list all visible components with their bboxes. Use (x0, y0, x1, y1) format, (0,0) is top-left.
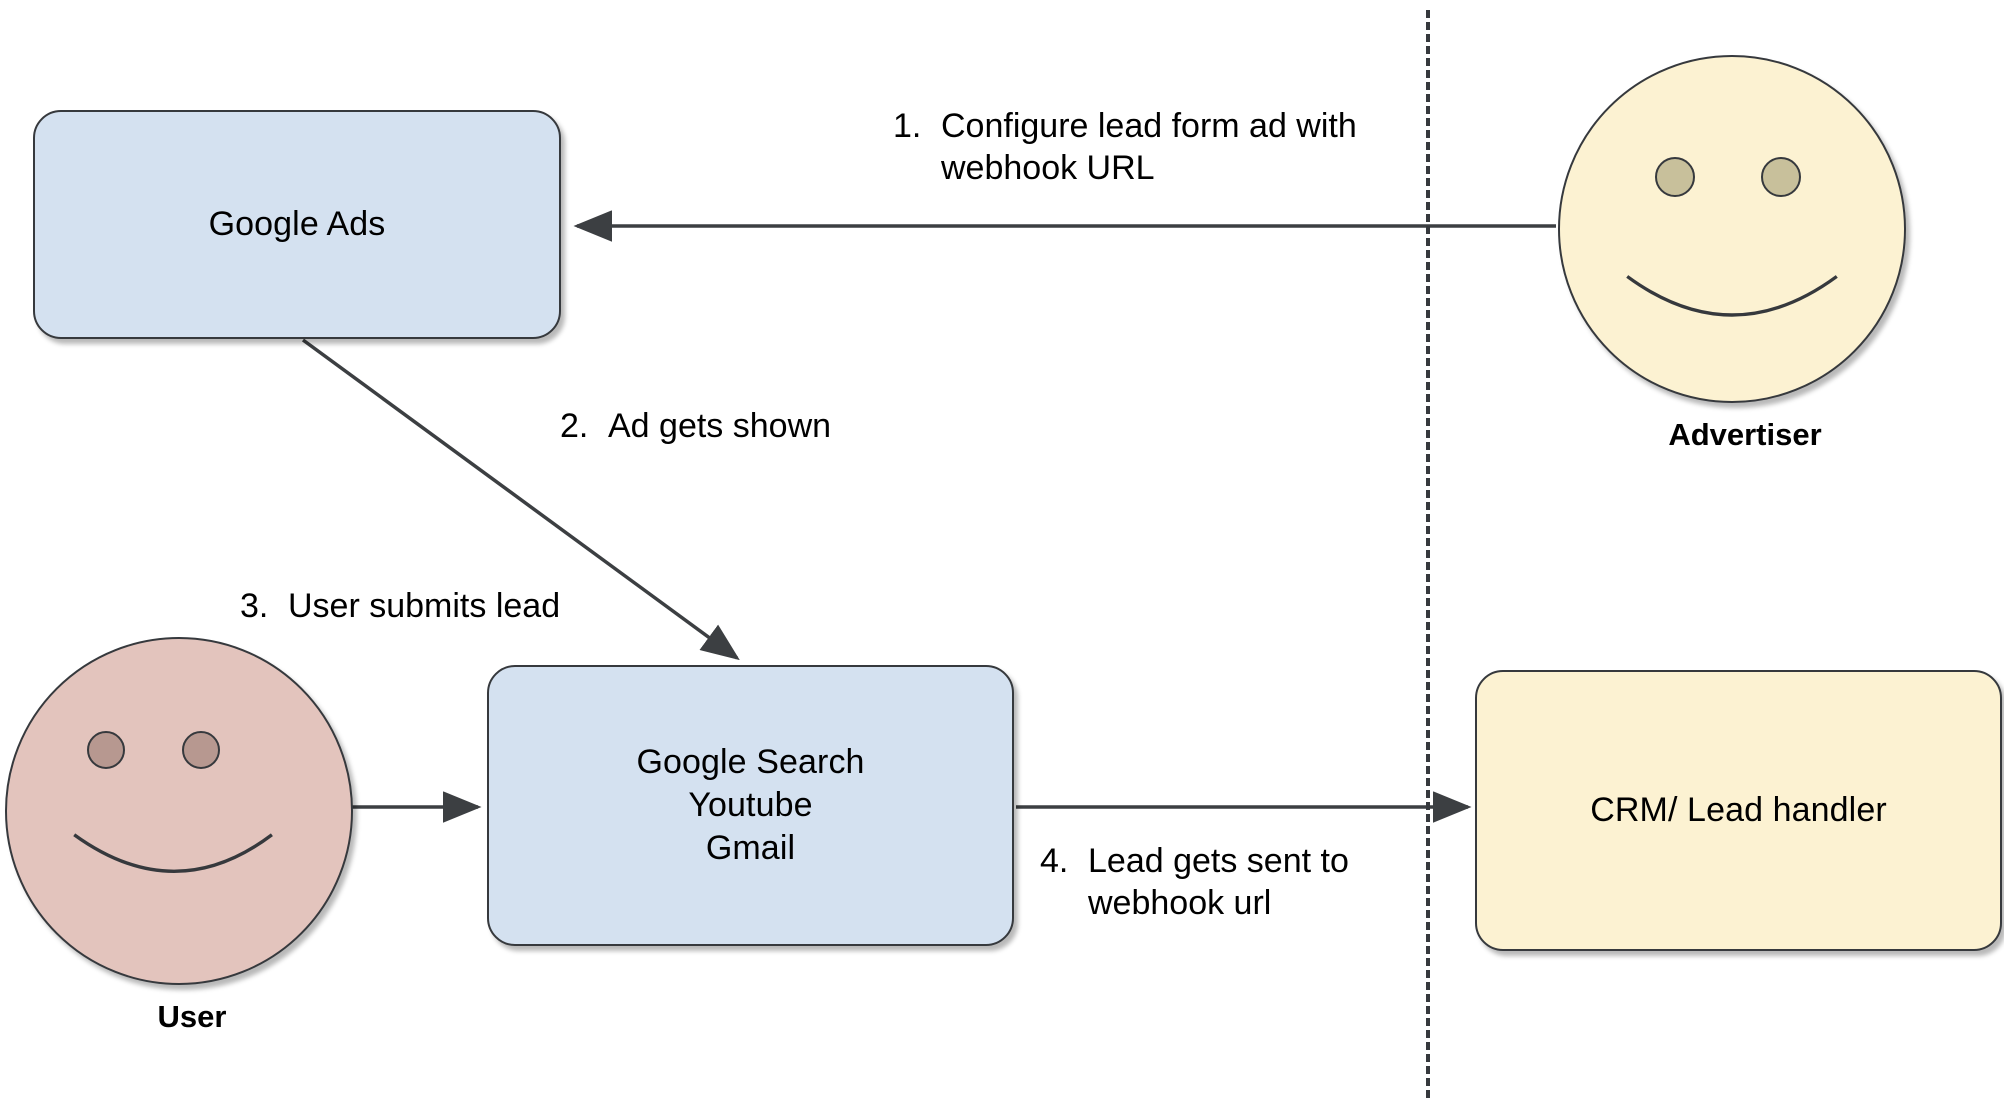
actor-advertiser-label: Advertiser (1668, 417, 1822, 452)
node-crm-lead-handler[interactable]: CRM/ Lead handler (1475, 670, 2002, 951)
node-crm-lead-handler-label: CRM/ Lead handler (1590, 791, 1887, 830)
step-4-text: Lead gets sent to webhook url (1088, 842, 1349, 923)
step-3-text: User submits lead (288, 587, 561, 625)
user-smiley-face-icon (5, 637, 353, 985)
node-google-ads[interactable]: Google Ads (33, 110, 561, 339)
user-smile-icon (73, 833, 273, 873)
user-right-eye-icon (182, 731, 220, 769)
actor-user[interactable]: User (5, 637, 379, 1057)
step-label-3: 3. User submits lead (240, 585, 660, 627)
step-label-1: 1. Configure lead form ad with webhook U… (893, 105, 1393, 189)
step-3-number: 3. (240, 587, 269, 625)
advertiser-smiley-face-icon (1558, 55, 1906, 403)
step-label-4: 4. Lead gets sent to webhook url (1040, 840, 1440, 924)
advertiser-right-eye-icon (1761, 157, 1801, 197)
advertiser-left-eye-icon (1655, 157, 1695, 197)
boundary-divider-line (1426, 10, 1430, 1098)
node-google-properties-label: Google Search Youtube Gmail (636, 743, 865, 867)
step-2-number: 2. (560, 407, 589, 445)
actor-user-label: User (157, 999, 227, 1034)
step-label-2: 2. Ad gets shown (560, 405, 980, 447)
advertiser-smile-icon (1626, 275, 1838, 317)
actor-advertiser[interactable]: Advertiser (1558, 55, 1932, 475)
node-google-ads-label: Google Ads (208, 205, 386, 244)
step-1-number: 1. (893, 107, 922, 145)
user-left-eye-icon (87, 731, 125, 769)
node-google-properties[interactable]: Google Search Youtube Gmail (487, 665, 1014, 946)
step-1-text: Configure lead form ad with webhook URL (941, 107, 1357, 188)
step-4-number: 4. (1040, 842, 1069, 880)
step-2-text: Ad gets shown (608, 407, 832, 445)
